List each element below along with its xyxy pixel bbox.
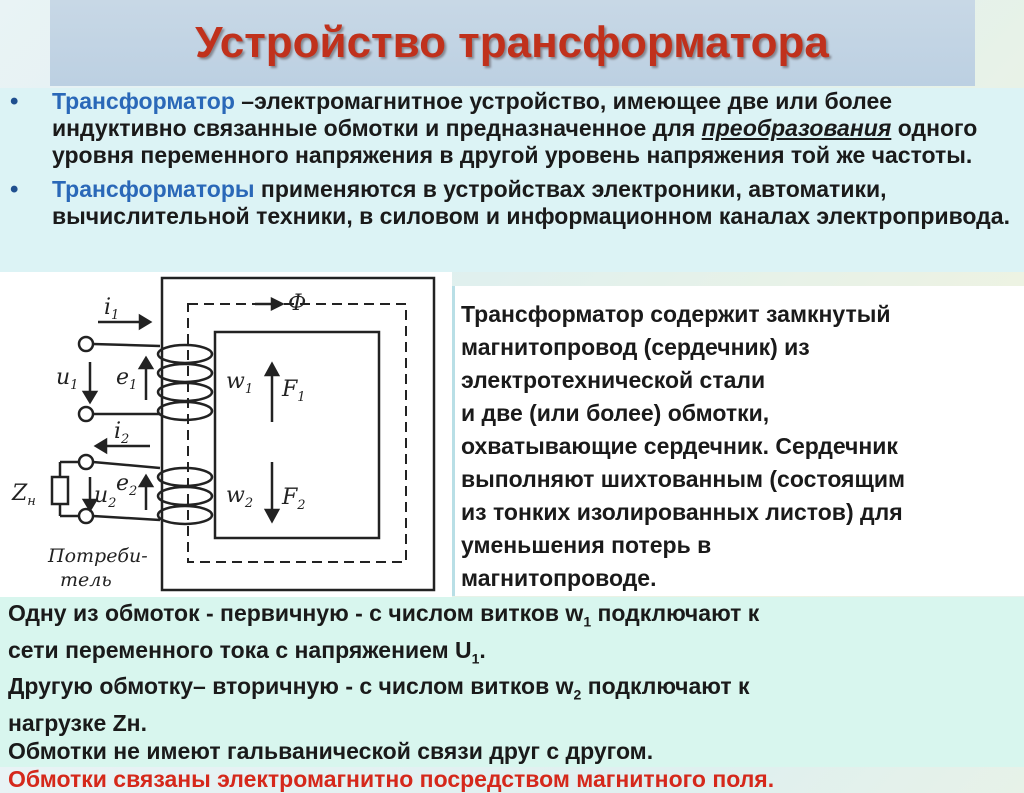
slide-title: Устройство трансформатора xyxy=(195,18,829,67)
primary-terminal-top xyxy=(77,335,95,353)
isolation-line: Обмотки не имеют гальванической связи др… xyxy=(8,737,654,764)
primary-coil-turn xyxy=(156,381,214,403)
label-consumer-2: тель xyxy=(60,569,112,591)
secondary-line-2: нагрузке Zн. xyxy=(8,709,147,736)
description-line: охватывающие сердечник. Сердечник xyxy=(461,433,898,459)
title-band xyxy=(50,0,975,86)
label-i2: i2 xyxy=(114,419,129,447)
secondary-terminal-bottom xyxy=(77,507,95,525)
label-zn: Zн xyxy=(11,481,36,509)
secondary-terminal-top xyxy=(77,453,95,471)
definition-text-b: одного уровня переменного напряжения в д… xyxy=(52,115,978,168)
description-line: и две (или более) обмотки, xyxy=(461,400,770,426)
definition-block: • Трансформатор –электромагнитное устрой… xyxy=(0,88,1024,272)
secondary-line-1: Другую обмотку– вторичную - с числом вит… xyxy=(8,673,750,703)
description-line: электротехнической стали xyxy=(461,367,766,393)
load-impedance xyxy=(50,475,70,506)
description-line: магнитопровод (сердечник) из xyxy=(461,334,810,360)
description-line: Трансформатор содержит замкнутый xyxy=(461,301,891,327)
label-u1: u1 xyxy=(56,365,78,393)
transformer-schematic: i1 u1 e1 w1 F1 Ф i2 u2 e2 w2 F2 Zн Потре… xyxy=(11,276,436,592)
core-outer-outline xyxy=(160,276,436,592)
windings-description: Одну из обмоток - первичную - с числом в… xyxy=(0,597,1024,792)
term-transformer: Трансформатор xyxy=(52,88,235,114)
definition-text-a: –электромагнитное устройство, имеющее дв… xyxy=(52,88,893,141)
secondary-coil-turn xyxy=(156,485,214,507)
label-e2: e2 xyxy=(116,471,137,499)
description-line: уменьшения потерь в xyxy=(461,532,712,558)
usage-text: применяются в устройствах электроники, а… xyxy=(52,176,1010,229)
secondary-coil-turn xyxy=(156,466,214,488)
label-w2: w2 xyxy=(226,483,253,511)
primary-coil-turn xyxy=(156,343,214,365)
primary-line-1: Одну из обмоток - первичную - с числом в… xyxy=(8,600,760,630)
definition-emphasis: преобразования xyxy=(701,115,892,141)
bullet-definition: • Трансформатор –электромагнитное устрой… xyxy=(0,88,1024,169)
primary-line-2: сети переменного тока с напряжением U1. xyxy=(8,636,486,667)
bullet-list: • Трансформатор –электромагнитное устрой… xyxy=(0,88,1024,230)
coupling-line: Обмотки связаны электромагнитно посредст… xyxy=(8,765,775,792)
description-line: выполняют шихтованным (состоящим xyxy=(461,466,906,492)
label-u2: u2 xyxy=(94,483,116,511)
label-e1: e1 xyxy=(116,365,137,393)
term-transformers: Трансформаторы xyxy=(52,176,255,202)
flux-path xyxy=(187,303,407,563)
core-description: Трансформатор содержит замкнутый магнито… xyxy=(452,286,1024,596)
primary-coil-turn xyxy=(156,362,214,384)
secondary-coil-turn xyxy=(156,504,214,526)
label-w1: w1 xyxy=(226,369,253,397)
description-line: магнитопроводе. xyxy=(461,565,657,591)
primary-terminal-bottom xyxy=(77,405,95,423)
primary-coil-turn xyxy=(156,400,214,422)
description-line: из тонких изолированных листов) для xyxy=(461,499,903,525)
core-inner-outline xyxy=(213,330,381,540)
label-f2: F2 xyxy=(281,485,306,513)
label-i1: i1 xyxy=(104,295,119,323)
transformer-diagram: i1 u1 e1 w1 F1 Ф i2 u2 e2 w2 F2 Zн Потре… xyxy=(0,272,452,597)
label-consumer-1: Потреби- xyxy=(47,545,148,567)
label-f1: F1 xyxy=(281,377,306,405)
bullet-usage: • Трансформаторы применяются в устройств… xyxy=(0,176,1024,230)
bullet-dot-icon: • xyxy=(10,88,19,115)
bullet-dot-icon: • xyxy=(10,176,19,203)
label-phi: Ф xyxy=(288,291,306,316)
